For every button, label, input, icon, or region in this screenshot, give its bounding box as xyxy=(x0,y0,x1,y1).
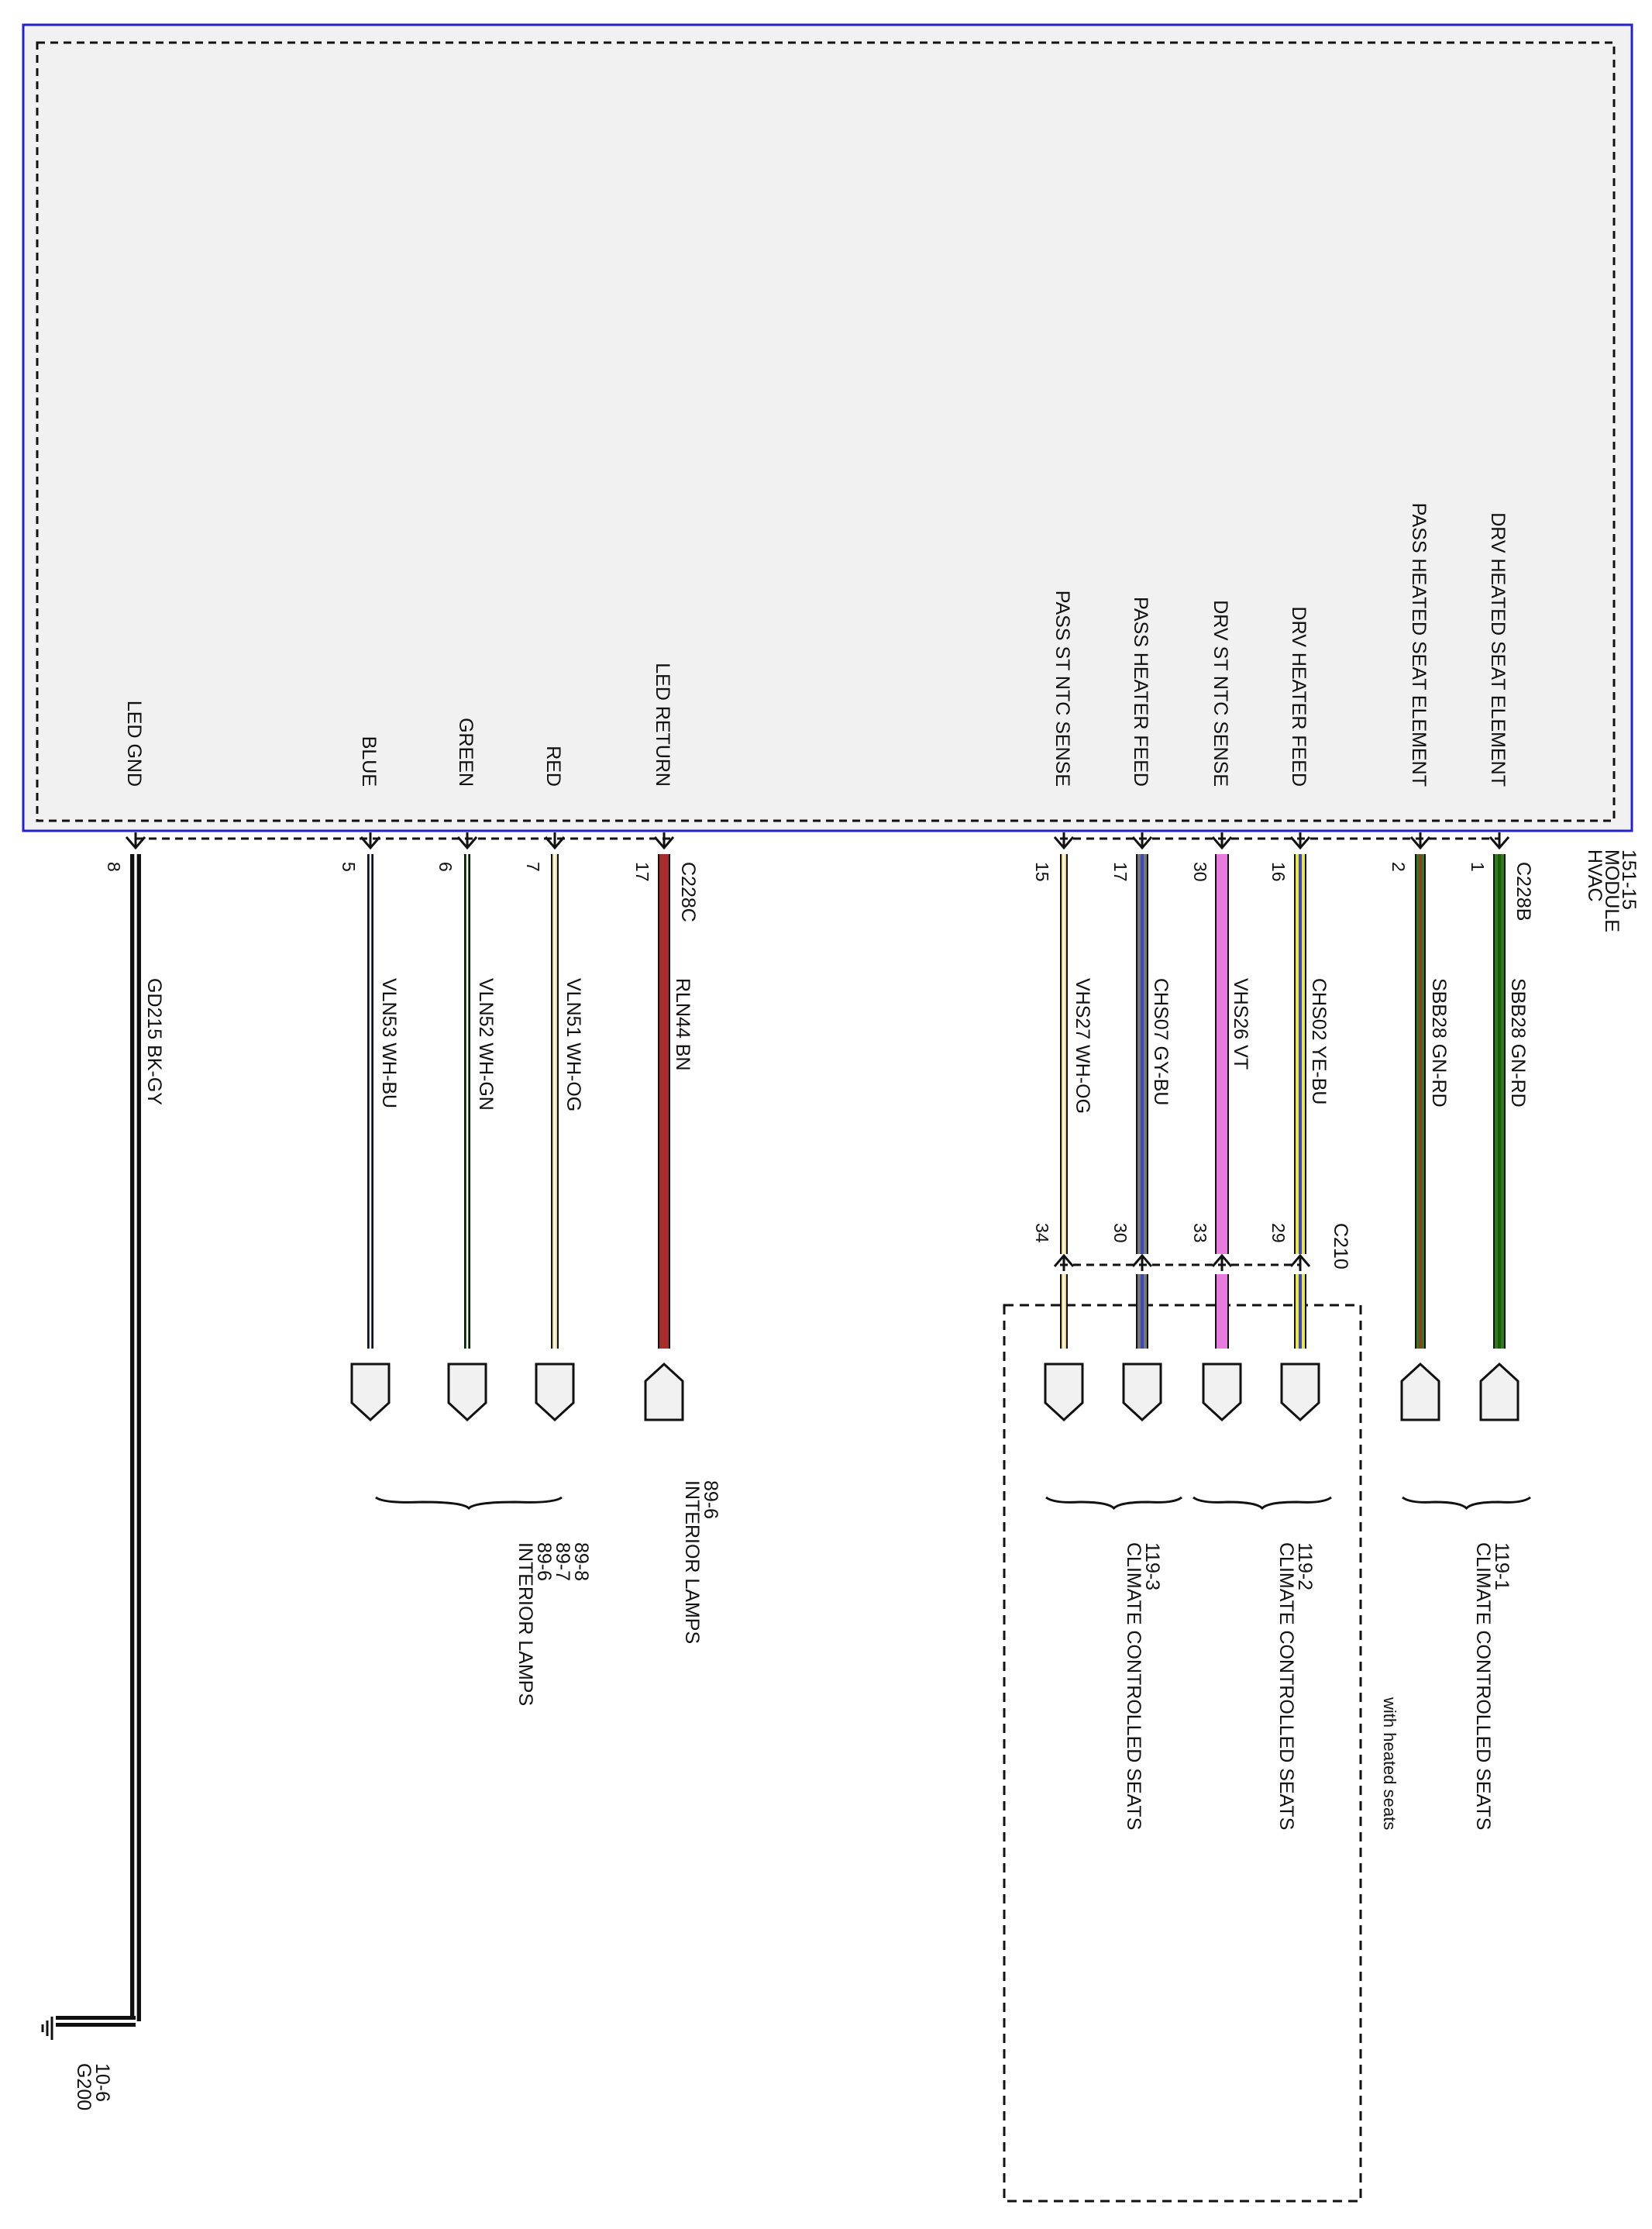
pin-2-plug xyxy=(1280,1363,1320,1422)
pin-0-caret xyxy=(1489,836,1510,850)
pin-7-circuit-label: VLN51 WH-OG xyxy=(563,978,584,1111)
pin-5-c210-caret xyxy=(1053,1253,1075,1267)
pin-9-plug xyxy=(350,1363,391,1422)
pin-6-plug xyxy=(644,1362,684,1421)
pin-3-plug xyxy=(1202,1363,1242,1422)
pin-6-caret xyxy=(653,836,675,850)
pin-1-module-label: PASS HEATED SEAT ELEMENT xyxy=(1408,503,1430,787)
ground-symbol xyxy=(41,2017,53,2040)
pin-2-pin-number: 16 xyxy=(1268,862,1289,882)
dest-lamps2: INTERIOR LAMPS89-689-789-8 xyxy=(515,1542,592,1706)
c210-pin-2: 30 xyxy=(1110,1223,1131,1243)
brace-ccs2 xyxy=(1193,1496,1332,1511)
pin-5-pin-number: 15 xyxy=(1032,862,1052,882)
pin-8-module-label: GREEN xyxy=(455,718,477,787)
pin-3-caret xyxy=(1211,836,1233,850)
pin-2-module-label: DRV HEATER FEED xyxy=(1288,607,1310,787)
pin-7-caret xyxy=(544,836,566,850)
c210-pin-0: 29 xyxy=(1268,1223,1289,1243)
hvac-module-box xyxy=(22,23,1633,832)
pin-5-circuit-label: VHS27 WH-OG xyxy=(1072,978,1093,1114)
pin-6-pin-number: 17 xyxy=(632,862,652,882)
pin-5-module-label: PASS ST NTC SENSE xyxy=(1051,591,1073,787)
pin-8-caret xyxy=(456,836,478,850)
pin-9-module-label: BLUE xyxy=(358,736,380,787)
hvac-module-inner-dashed xyxy=(36,41,1616,822)
pin-10-pin-number: 8 xyxy=(104,862,124,872)
pin-3-module-label: DRV ST NTC SENSE xyxy=(1210,600,1231,787)
pin-3-pin-number: 30 xyxy=(1190,862,1210,882)
pin-8-pin-number: 6 xyxy=(435,862,456,872)
pin-7-pin-number: 7 xyxy=(523,862,543,872)
connector-c228c-label: C228C xyxy=(677,862,699,922)
pin-1-pin-number: 2 xyxy=(1389,862,1409,872)
pin-6-circuit-label: RLN44 BN xyxy=(672,978,693,1071)
pin-4-circuit-label: CHS07 GY-BU xyxy=(1150,978,1172,1105)
pin-4-c210-caret xyxy=(1131,1253,1153,1267)
pin-9-circuit-label: VLN53 WH-BU xyxy=(378,978,400,1108)
dest-lamps1: INTERIOR LAMPS89-6 xyxy=(681,1480,721,1644)
option-note: with heated seats xyxy=(1380,1697,1399,1830)
pin-9-caret xyxy=(360,836,381,850)
ground-label: G20010-6 xyxy=(73,2063,113,2110)
pin-8-plug xyxy=(447,1363,487,1422)
pin-9-pin-number: 5 xyxy=(339,862,359,872)
c210-label: C210 xyxy=(1330,1223,1351,1270)
pin-0-plug xyxy=(1479,1362,1519,1421)
pin-3-circuit-label: VHS26 VT xyxy=(1230,978,1251,1070)
pin-2-c210-caret xyxy=(1289,1253,1311,1267)
heated-seats-option-box xyxy=(1003,1304,1362,2203)
dest-ccs1: CLIMATE CONTROLLED SEATS119-1 xyxy=(1472,1542,1513,1830)
pin-2-caret xyxy=(1289,836,1311,850)
pin-5-caret xyxy=(1053,836,1075,850)
pin-3-c210-caret xyxy=(1211,1253,1233,1267)
pin-10-module-label: LED GND xyxy=(123,701,145,787)
connector-c228b-label: C228B xyxy=(1513,862,1534,921)
pin-1-caret xyxy=(1409,836,1431,850)
pin-4-caret xyxy=(1131,836,1153,850)
pin-5-plug xyxy=(1044,1363,1084,1422)
pin-0-module-label: DRV HEATED SEAT ELEMENT xyxy=(1487,512,1509,787)
pin-10-caret xyxy=(125,836,146,850)
pin-2-circuit-label: CHS02 YE-BU xyxy=(1308,978,1330,1105)
pin-1-circuit-label: SBB28 GN-RD xyxy=(1428,978,1450,1108)
pin-4-plug xyxy=(1122,1363,1162,1422)
pin-6-module-label: LED RETURN xyxy=(652,663,673,787)
pin-7-module-label: RED xyxy=(542,746,564,787)
pin-0-pin-number: 1 xyxy=(1468,862,1488,872)
pin-4-pin-number: 17 xyxy=(1110,862,1131,882)
dest-ccs3: CLIMATE CONTROLLED SEATS119-3 xyxy=(1123,1542,1163,1830)
pin-4-module-label: PASS HEATER FEED xyxy=(1130,597,1151,787)
pin-0-circuit-label: SBB28 GN-RD xyxy=(1507,978,1529,1108)
module-name: HVACMODULE151-15 xyxy=(1584,849,1640,932)
brace-lamps2 xyxy=(375,1496,563,1511)
c210-pin-3: 34 xyxy=(1032,1223,1052,1243)
pin-10-circuit-label: GD215 BK-GY xyxy=(143,978,165,1105)
pin-1-plug xyxy=(1400,1362,1440,1421)
brace-ccs3 xyxy=(1045,1496,1182,1511)
pin-7-plug xyxy=(535,1363,575,1422)
pin-8-circuit-label: VLN52 WH-GN xyxy=(475,978,497,1111)
brace-ccs1 xyxy=(1402,1496,1531,1511)
dest-ccs2: CLIMATE CONTROLLED SEATS119-2 xyxy=(1275,1542,1316,1830)
c210-pin-1: 33 xyxy=(1190,1223,1210,1243)
